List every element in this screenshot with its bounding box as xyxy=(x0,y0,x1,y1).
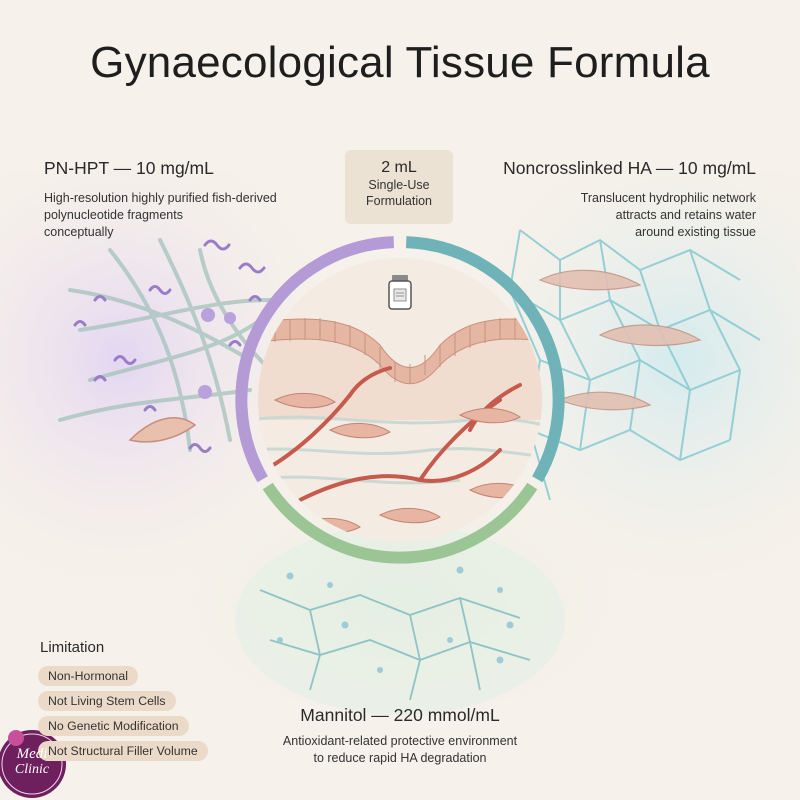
pn-hpt-block: PN-HPT — 10 mg/mL High-resolution highly… xyxy=(44,158,344,241)
fibroblast-left xyxy=(128,417,197,443)
volume-line-2: Formulation xyxy=(366,194,432,208)
ring xyxy=(235,236,565,564)
limitation-title: Limitation xyxy=(40,639,105,656)
pn-fragments xyxy=(73,239,266,453)
mannitol-line: to reduce rapid HA degradation xyxy=(313,751,487,765)
vial-icon xyxy=(388,275,412,310)
mannitol-bubble xyxy=(235,525,565,715)
mannitol-heading: Mannitol — 220 mmol/mL xyxy=(300,705,500,725)
ha-fibroblasts xyxy=(538,269,702,411)
logo-line-2: Clinic xyxy=(14,762,50,777)
mannitol-line: Antioxidant-related protective environme… xyxy=(282,734,518,748)
mannitol-block: Mannitol — 220 mmol/mL Antioxidant-relat… xyxy=(250,705,550,767)
limitation-pill: Not Structural Filler Volume xyxy=(38,741,208,761)
volume-line-1: Single-Use xyxy=(368,178,430,192)
ha-line: attracts and retains water xyxy=(615,208,756,222)
limitation-pill: No Genetic Modification xyxy=(38,716,189,736)
page-title: Gynaecological Tissue Formula xyxy=(90,38,710,87)
ring-segment-pn xyxy=(235,236,395,483)
mannitol-particles xyxy=(277,566,514,673)
ha-line: Translucent hydrophilic network xyxy=(580,191,756,205)
mannitol-network xyxy=(259,589,531,701)
pn-hpt-heading: PN-HPT — 10 mg/mL xyxy=(44,158,214,178)
pn-knots xyxy=(198,308,236,399)
tissue-section xyxy=(258,318,542,534)
ha-heading: Noncrosslinked HA — 10 mg/mL xyxy=(503,158,756,178)
logo-line-1: Medi xyxy=(16,746,48,762)
pn-hpt-line: High-resolution highly purified fish-der… xyxy=(44,191,277,205)
limitation-pill: Not Living Stem Cells xyxy=(38,691,176,711)
logo-text: Medi Clinic xyxy=(0,746,64,778)
blood-vessels xyxy=(263,366,522,502)
pn-hpt-line: polynucleotide fragments xyxy=(44,208,183,222)
ha-network xyxy=(508,229,761,501)
ring-segment-ha xyxy=(405,236,565,483)
pn-fibres xyxy=(58,238,272,452)
ring-segment-mannitol xyxy=(262,482,538,564)
ha-line: around existing tissue xyxy=(635,225,756,239)
pn-hpt-line: conceptually xyxy=(44,225,114,239)
limitation-pill: Non-Hormonal xyxy=(38,666,138,686)
volume-box: 2 mL Single-Use Formulation xyxy=(345,150,453,224)
ha-block: Noncrosslinked HA — 10 mg/mL Translucent… xyxy=(456,158,756,241)
volume-label: 2 mL xyxy=(381,159,417,176)
